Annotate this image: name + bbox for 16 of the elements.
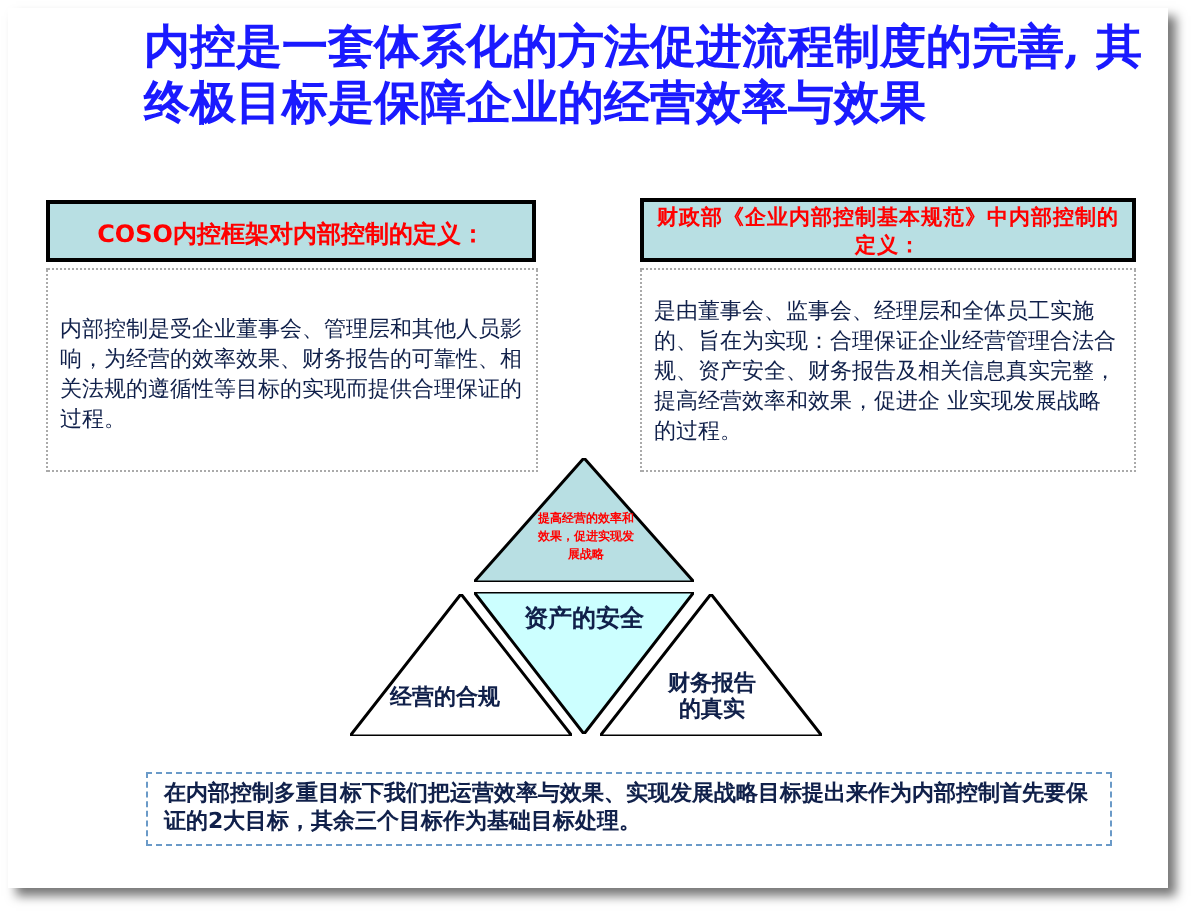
page-title: 内控是一套体系化的方法促进流程制度的完善, 其终极目标是保障企业的经营效率与效果 [144, 20, 1144, 132]
goal-label: 资产的安全 [524, 602, 646, 634]
pyramid-left-triangle [350, 594, 572, 736]
box-heading: COSO内控框架对内部控制的定义： [95, 218, 487, 252]
header-box [46, 200, 536, 262]
pyramid-right-triangle [600, 594, 822, 736]
definition-text: 是由董事会、监事会、经理层和全体员工实施的、旨在为实现：合理保证企业经营管理合法合规、资产安全、财务报告及相关信息真实完整，提高经营效率和效果，促进企 业实现发展战略的过程。 [652, 296, 1118, 448]
note-text: 在内部控制多重目标下我们把运营效率与效果、实现发展战略目标提出来作为内部控制首先要保证的2大目标，其余三个目标作为基础目标处理。 [161, 778, 1090, 838]
definition-box [46, 268, 538, 472]
goal-label: 经营的合规 [390, 682, 502, 712]
note-box [146, 772, 1112, 846]
definition-box [640, 268, 1136, 472]
goal-label: 财务报告的真实 [666, 670, 758, 722]
box-heading: 财政部《企业内部控制基本规范》中内部控制的定义： [655, 204, 1121, 262]
definition-text: 内部控制是受企业董事会、管理层和其他人员影响，为经营的效率效果、财务报告的可靠性、相关法规的遵循性等目标的实现而提供合理保证的过程。 [58, 314, 524, 436]
pyramid-top-triangle [474, 458, 694, 582]
